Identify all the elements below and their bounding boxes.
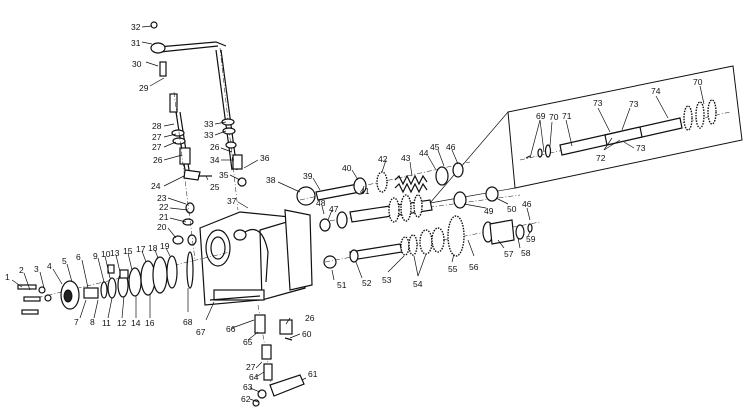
callout-1: 1 — [5, 272, 10, 282]
callout-21: 21 — [159, 212, 169, 222]
callout-35: 35 — [219, 170, 229, 180]
lower-shaft-assembly — [323, 215, 541, 269]
callout-11: 11 — [102, 318, 111, 328]
callout-12: 12 — [117, 318, 127, 328]
callout-33-lower: 33 — [204, 130, 214, 140]
callout-63: 63 — [243, 382, 253, 392]
callout-14: 14 — [131, 318, 141, 328]
callout-40: 40 — [342, 163, 352, 173]
callout-58: 58 — [521, 248, 531, 258]
callout-70-left: 70 — [549, 112, 559, 122]
callout-55: 55 — [448, 264, 458, 274]
callout-39: 39 — [303, 171, 313, 181]
callout-9: 9 — [93, 251, 98, 261]
callout-33-upper: 33 — [204, 119, 214, 129]
callout-41: 41 — [360, 186, 370, 196]
callout-18: 18 — [148, 243, 158, 253]
callout-26-left: 26 — [153, 155, 163, 165]
callout-65: 65 — [243, 337, 253, 347]
input-flange-stack — [17, 251, 231, 315]
callout-59: 59 — [526, 234, 536, 244]
callout-44: 44 — [419, 148, 429, 158]
callout-68: 68 — [183, 317, 193, 327]
callout-19: 19 — [160, 241, 170, 251]
callout-27-lower: 27 — [152, 142, 162, 152]
callout-16: 16 — [145, 318, 155, 328]
callout-60: 60 — [302, 329, 312, 339]
shift-lever-assembly — [150, 21, 247, 261]
callout-labels: 1 2 3 4 5 6 7 8 9 10 11 12 13 14 15 16 1… — [5, 22, 705, 404]
inset-shaft — [519, 99, 731, 161]
callout-72: 72 — [596, 153, 606, 163]
callout-52: 52 — [362, 278, 372, 288]
callout-73-left: 73 — [593, 98, 603, 108]
callout-66: 66 — [226, 324, 236, 334]
callout-26-mid: 26 — [210, 142, 220, 152]
callout-61: 61 — [308, 369, 318, 379]
callout-57: 57 — [504, 249, 514, 259]
callout-15: 15 — [123, 246, 133, 256]
callout-28: 28 — [152, 121, 162, 131]
callout-32: 32 — [131, 22, 141, 32]
callout-62: 62 — [241, 394, 251, 404]
callout-48: 48 — [316, 198, 326, 208]
inset-detail-view — [429, 65, 743, 204]
callout-69: 69 — [536, 111, 546, 121]
upper-shaft-assembly — [296, 161, 471, 206]
callout-29: 29 — [139, 83, 149, 93]
callout-8: 8 — [90, 317, 95, 327]
callout-49: 49 — [484, 206, 494, 216]
callout-4: 4 — [47, 261, 52, 271]
callout-2: 2 — [19, 265, 24, 275]
callout-7: 7 — [74, 317, 79, 327]
callout-27-bottom: 27 — [246, 362, 256, 372]
callout-70-right: 70 — [693, 77, 703, 87]
callout-73-bottom: 73 — [636, 143, 646, 153]
callout-13-left: 13 — [110, 248, 120, 258]
callout-5: 5 — [62, 256, 67, 266]
callout-46-upper: 46 — [446, 142, 456, 152]
callout-64: 64 — [249, 372, 259, 382]
lower-fork-assembly — [252, 304, 305, 407]
callout-10: 10 — [101, 249, 111, 259]
callout-22: 22 — [159, 202, 169, 212]
callout-71: 71 — [562, 111, 572, 121]
callout-54: 54 — [413, 279, 423, 289]
callout-26-right: 26 — [305, 313, 315, 323]
callout-50: 50 — [507, 204, 517, 214]
callout-74: 74 — [651, 86, 661, 96]
callout-42: 42 — [378, 154, 388, 164]
callout-43: 43 — [401, 153, 411, 163]
middle-shaft-assembly — [319, 186, 521, 232]
callout-3: 3 — [34, 264, 39, 274]
callout-23: 23 — [157, 193, 167, 203]
callout-53: 53 — [382, 275, 392, 285]
callout-45: 45 — [430, 142, 440, 152]
callout-46-lower: 46 — [522, 199, 532, 209]
callout-67: 67 — [196, 327, 206, 337]
callout-56: 56 — [469, 262, 479, 272]
callout-34: 34 — [210, 155, 220, 165]
callout-24: 24 — [151, 181, 161, 191]
callout-27-upper: 27 — [152, 132, 162, 142]
callout-17: 17 — [136, 244, 146, 254]
callout-20: 20 — [157, 222, 167, 232]
callout-51: 51 — [337, 280, 347, 290]
gearbox-housing — [186, 209, 313, 306]
callout-36: 36 — [260, 153, 270, 163]
callout-73-right: 73 — [629, 99, 639, 109]
callout-25: 25 — [210, 182, 220, 192]
callout-6: 6 — [76, 252, 81, 262]
callout-47: 47 — [329, 204, 339, 214]
callout-31: 31 — [131, 38, 141, 48]
callout-37: 37 — [227, 196, 237, 206]
callout-38: 38 — [266, 175, 276, 185]
callout-30: 30 — [132, 59, 142, 69]
